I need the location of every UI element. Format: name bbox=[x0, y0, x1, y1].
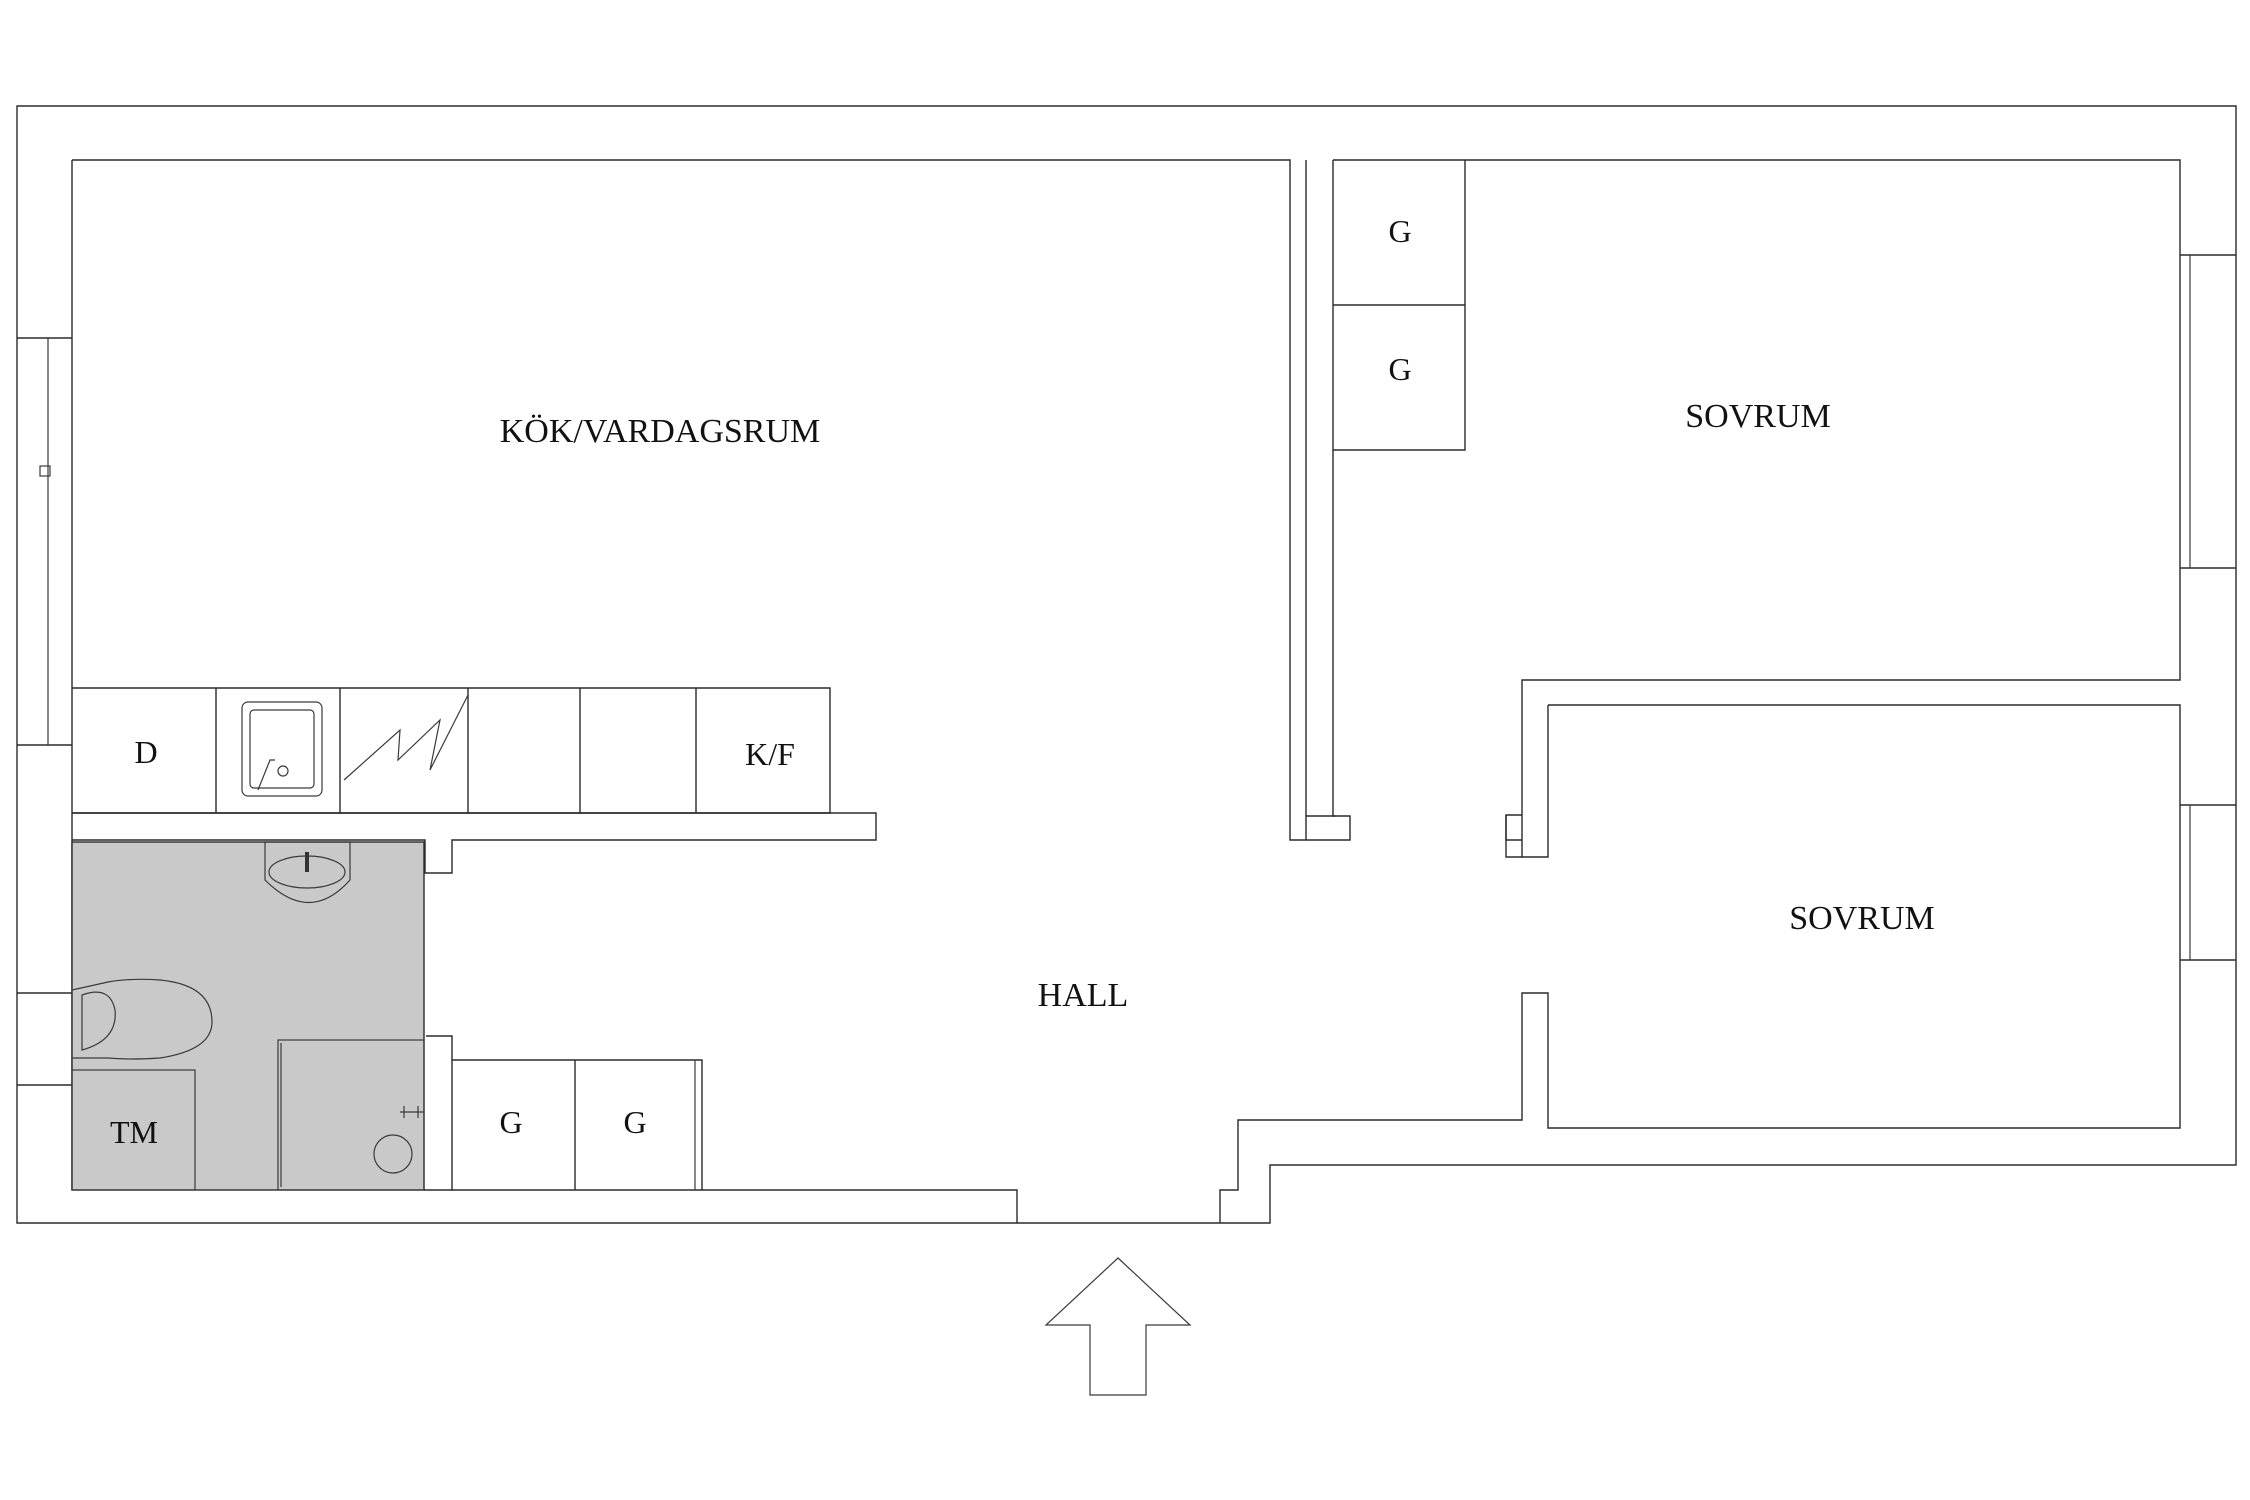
wardrobe-label: G bbox=[499, 1104, 522, 1140]
bedroom-2-walls bbox=[1219, 704, 2181, 1223]
washing-machine-label: TM bbox=[110, 1114, 158, 1150]
kitchen-living-label: KÖK/VARDAGSRUM bbox=[500, 413, 821, 450]
left-wall bbox=[17, 160, 73, 1190]
bedroom-1-wardrobes bbox=[1305, 160, 1466, 841]
bathroom bbox=[71, 841, 425, 1191]
hall-wardrobes bbox=[424, 1035, 1018, 1223]
kitchen-counter bbox=[72, 687, 877, 874]
right-windows bbox=[2180, 254, 2236, 961]
fridge-freezer-label: K/F bbox=[745, 736, 795, 772]
dishwasher-label: D bbox=[134, 734, 157, 770]
bedroom-2-label: SOVRUM bbox=[1789, 900, 1934, 937]
wardrobe-label: G bbox=[623, 1104, 646, 1140]
wardrobe-label: G bbox=[1388, 213, 1411, 249]
entrance-arrow-icon bbox=[1044, 1257, 1192, 1396]
wardrobe-label: G bbox=[1388, 351, 1411, 387]
bedroom-1-label: SOVRUM bbox=[1685, 398, 1830, 435]
bathroom-floor bbox=[71, 841, 425, 1191]
hall-label: HALL bbox=[1038, 977, 1129, 1014]
